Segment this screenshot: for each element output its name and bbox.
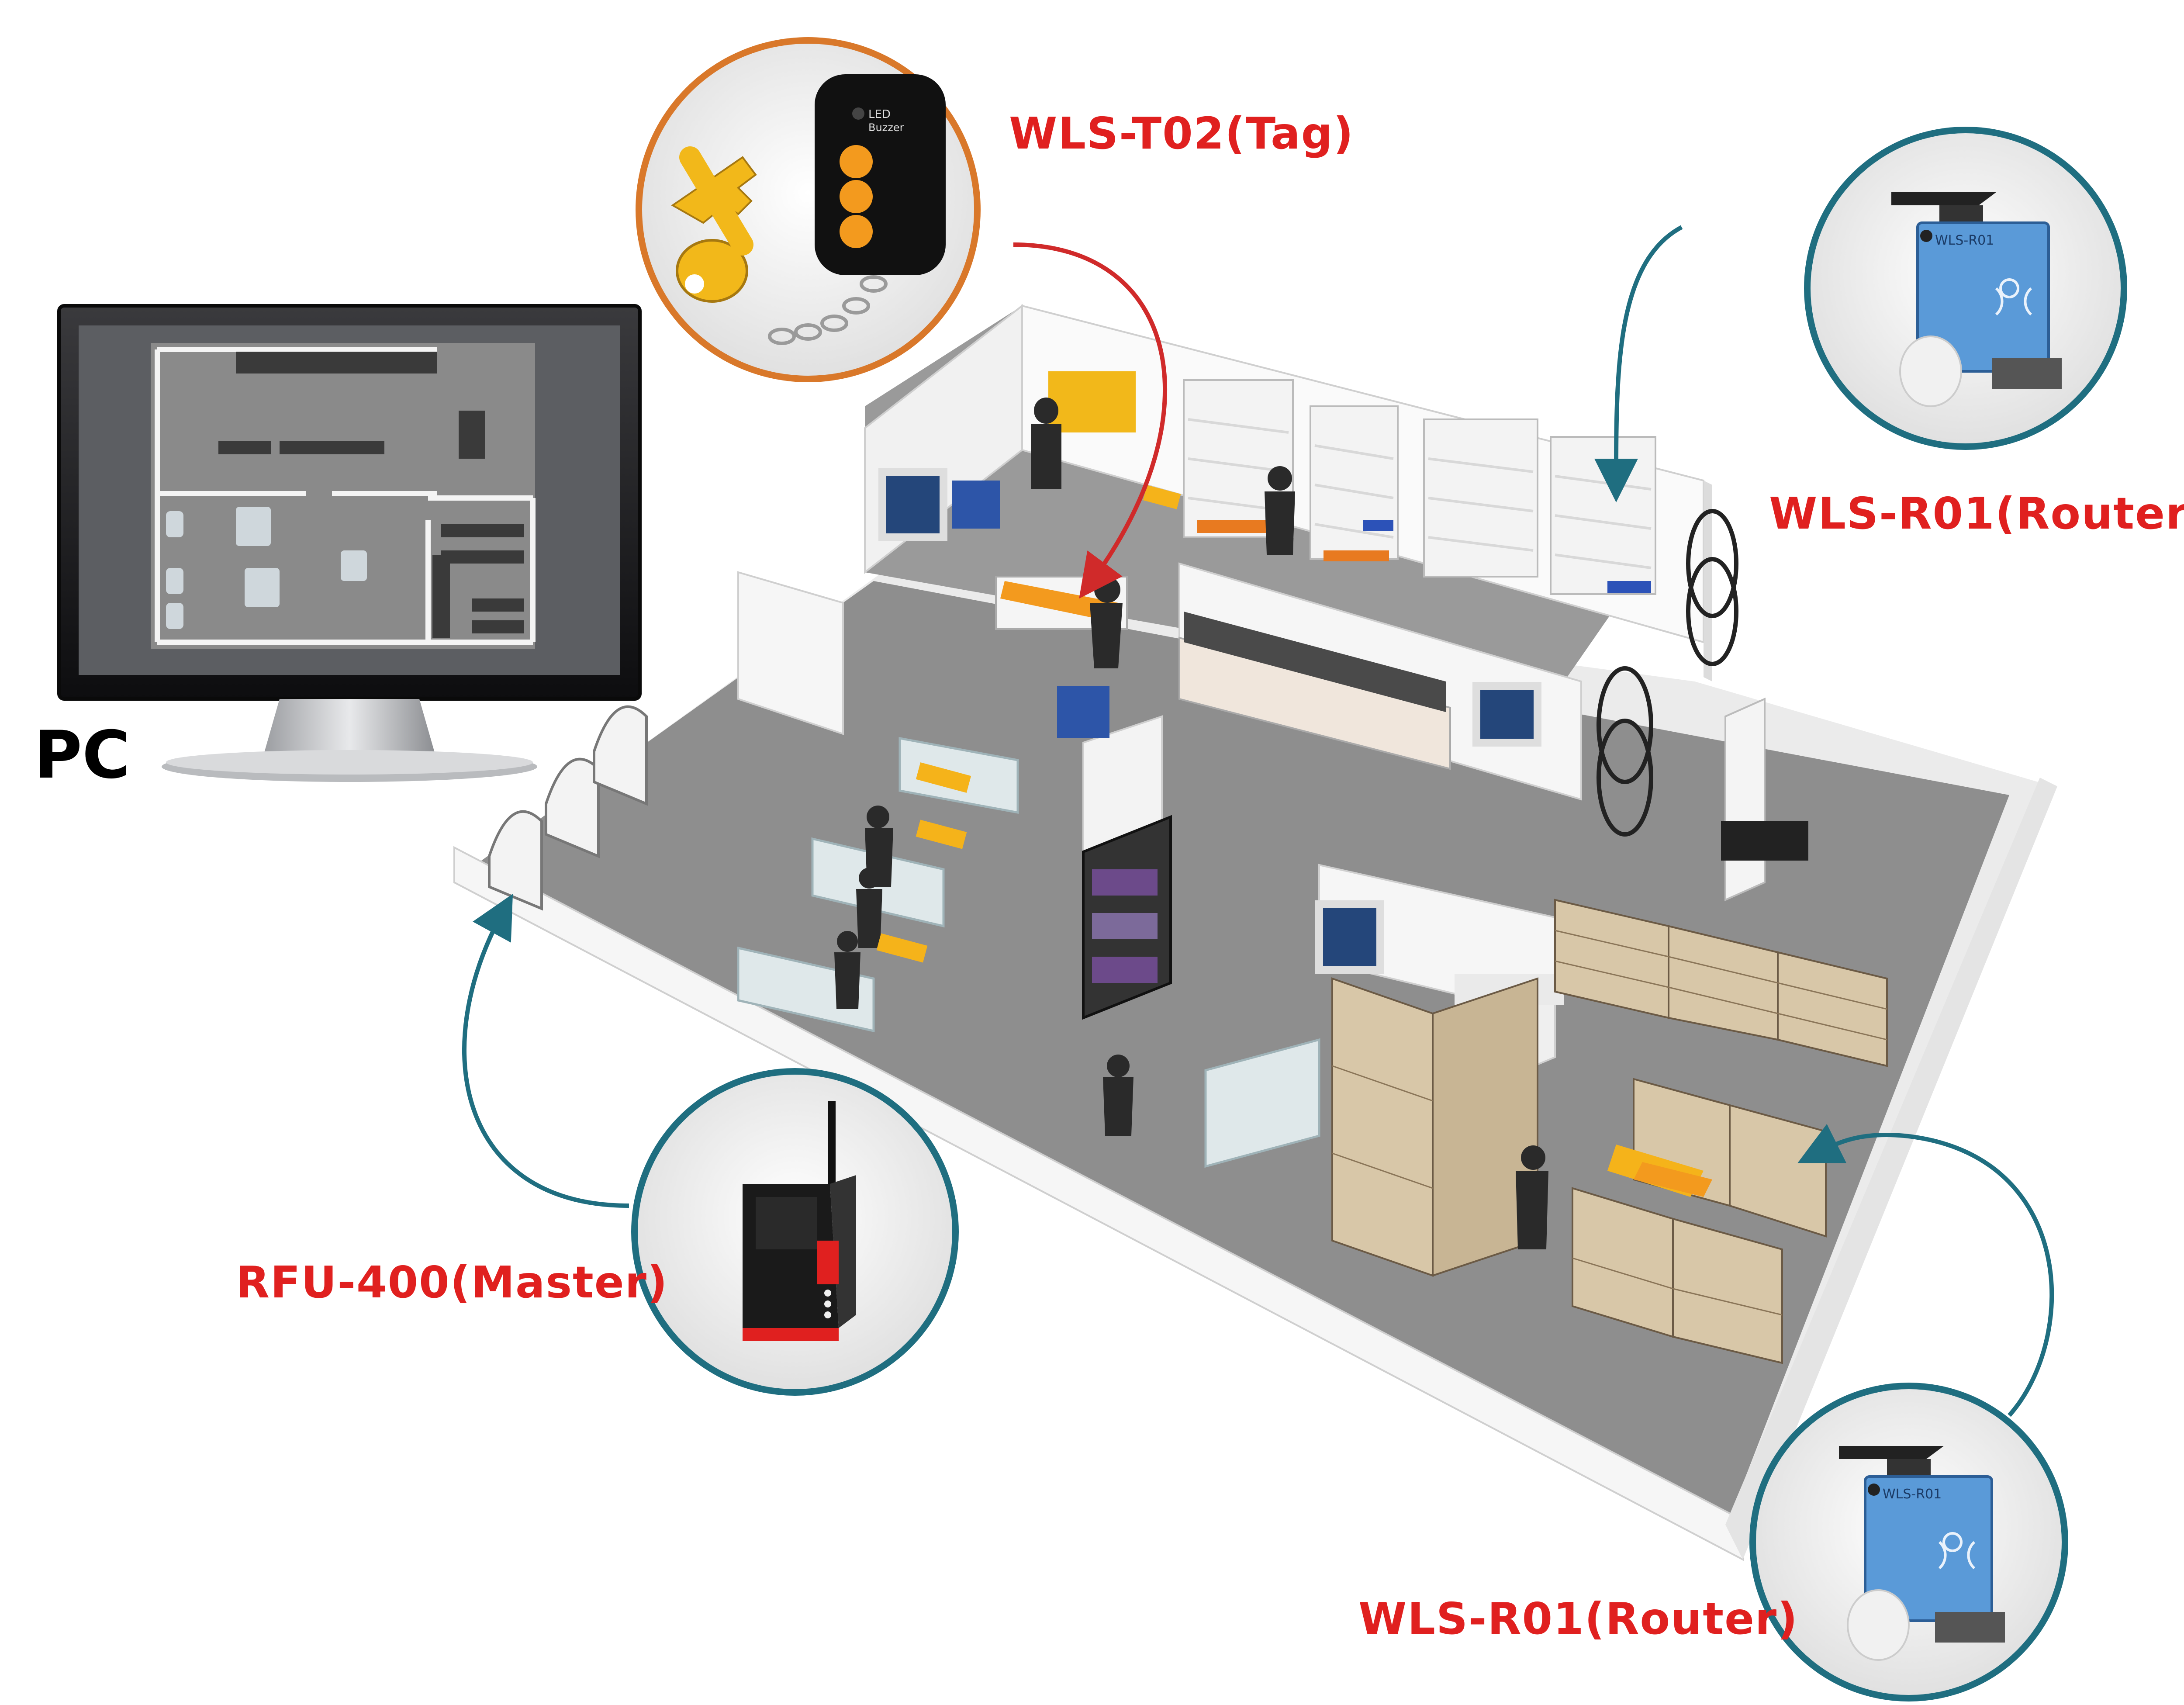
router-top-label: WLS-R01(Router) [1769,488,2184,539]
tag-led-text: LED [868,108,891,121]
router-bottom-model-text: WLS-R01 [1883,1487,1942,1502]
router-bottom-label: WLS-R01(Router) [1358,1593,1798,1644]
black-tower-shelf [1082,815,1172,1020]
pc-label: PC [34,717,130,793]
antenna-icon [828,1101,836,1188]
tagged-items [876,485,1181,963]
tag-button-3 [840,215,873,248]
tag-label: WLS-T02(Tag) [1009,108,1354,159]
key-icon [671,146,757,303]
storage-boxes [1331,899,1888,1364]
connector-master [462,894,629,1208]
display-counters [737,737,1320,1168]
people [834,398,1548,1249]
connector-tag [1013,242,1167,599]
tag-buzzer-text: Buzzer [868,121,904,134]
wireless-icon [1995,278,2032,316]
tag-button-2 [840,180,873,213]
router-device-bottom: WLS-R01 [1839,1446,2005,1661]
wireless-icon [1938,1532,1976,1570]
led-icon [852,107,864,120]
entrance-doors [488,705,648,911]
connector-router-bottom [1797,1124,2054,1417]
router-top-model-text: WLS-R01 [1935,233,1994,248]
router-device-top: WLS-R01 [1891,192,2062,407]
rfu-400-device [743,1101,856,1341]
store-floor-model [453,304,2057,1561]
antenna-icon [1891,192,1996,205]
tag-device-circle: LED Buzzer [636,37,981,382]
master-label: RFU-400(Master) [236,1257,668,1308]
tire-racks [1597,509,1738,837]
connector-router-top [1594,225,1683,502]
router-top-circle: WLS-R01 [1804,127,2127,450]
pc-monitor [57,304,642,782]
router-bottom-circle: WLS-R01 [1749,1383,2068,1702]
center-gondola [1178,612,1451,770]
master-circle [631,1068,959,1396]
antenna-icon [1839,1446,1944,1459]
connectors [462,225,2054,1417]
wall-shelves [1183,379,1656,595]
tag-fob: LED Buzzer [815,74,946,275]
tag-button-1 [840,145,873,178]
